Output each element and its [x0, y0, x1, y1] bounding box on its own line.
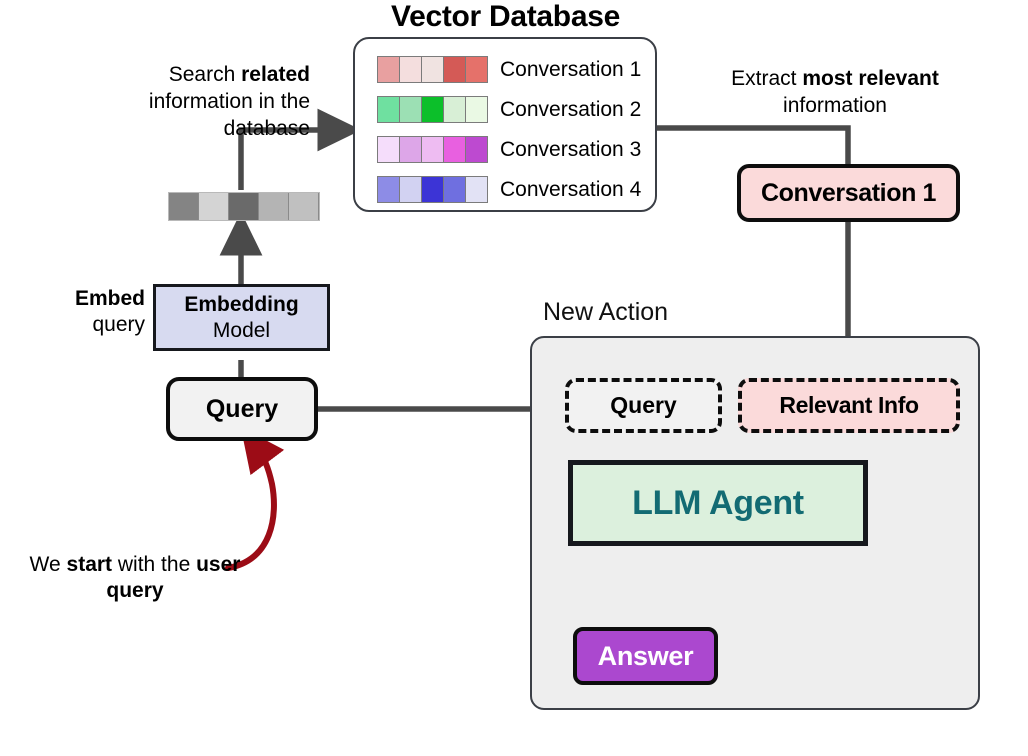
swatch: [444, 97, 466, 122]
conversation-row[interactable]: Conversation 1: [377, 56, 641, 83]
vector-database-panel: Conversation 1 Conversation 2 Conversati…: [353, 37, 657, 212]
swatch: [378, 177, 400, 202]
query-node[interactable]: Query: [166, 377, 318, 441]
swatch: [422, 57, 444, 82]
caption-embed-query: Embed query: [30, 286, 145, 337]
swatch: [422, 97, 444, 122]
caption-search-part1: Search: [168, 63, 242, 86]
panel-relevant-info-node[interactable]: Relevant Info: [738, 378, 960, 433]
caption-search-related: Search related information in the databa…: [60, 62, 310, 143]
swatch: [444, 137, 466, 162]
conversation-row[interactable]: Conversation 3: [377, 136, 641, 163]
new-action-label: New Action: [543, 298, 669, 326]
conversation-4-label: Conversation 4: [500, 177, 642, 201]
caption-start-part1: We: [29, 553, 67, 576]
caption-start-bold1: start: [66, 553, 113, 576]
caption-extract-part2: information: [783, 93, 887, 117]
caption-search-bold: related: [241, 63, 310, 86]
swatch: [422, 137, 444, 162]
swatch: [199, 193, 229, 220]
caption-start-part2: with the: [112, 553, 197, 576]
conversation-3-label: Conversation 3: [500, 137, 642, 161]
swatch: [444, 177, 466, 202]
conversation-4-swatches: [377, 176, 488, 203]
caption-extract-relevant: Extract most relevant information: [700, 66, 970, 120]
conversation-row[interactable]: Conversation 2: [377, 96, 641, 123]
caption-search-part2: information in the database: [148, 89, 310, 140]
swatch: [169, 193, 199, 220]
swatch: [400, 57, 422, 82]
swatch: [229, 193, 259, 220]
caption-start-user-query: We start with the user query: [20, 552, 250, 605]
swatch: [378, 97, 400, 122]
embedding-model-line1: Embedding: [184, 293, 299, 317]
answer-node[interactable]: Answer: [573, 627, 718, 685]
conversation-3-swatches: [377, 136, 488, 163]
swatch: [289, 193, 319, 220]
conversation-row[interactable]: Conversation 4: [377, 176, 641, 203]
swatch: [466, 137, 487, 162]
swatch: [400, 137, 422, 162]
swatch: [466, 97, 487, 122]
vector-database-title: Vector Database: [391, 0, 620, 33]
conversation-1-swatches: [377, 56, 488, 83]
conversation-1-label: Conversation 1: [500, 57, 642, 81]
panel-query-node[interactable]: Query: [565, 378, 722, 433]
arrow-user-query-curved: [225, 426, 285, 571]
swatch: [466, 57, 487, 82]
swatch: [400, 97, 422, 122]
swatch: [422, 177, 444, 202]
conversation-2-swatches: [377, 96, 488, 123]
swatch: [400, 177, 422, 202]
swatch: [444, 57, 466, 82]
conversation-1-node[interactable]: Conversation 1: [737, 164, 960, 222]
caption-embed-bold: Embed: [74, 287, 145, 310]
swatch: [466, 177, 487, 202]
llm-agent-node[interactable]: LLM Agent: [568, 460, 868, 546]
conversation-2-label: Conversation 2: [500, 97, 642, 121]
embedded-query-vector: [168, 192, 320, 221]
arrow-database-to-conversation1: [657, 125, 851, 164]
caption-extract-bold: most relevant: [802, 67, 939, 90]
embedding-model-line2: Model: [212, 318, 271, 342]
caption-extract-part1: Extract: [731, 67, 803, 90]
caption-start-bold2: user query: [106, 553, 241, 603]
swatch: [378, 57, 400, 82]
swatch: [259, 193, 289, 220]
embedding-model-node[interactable]: Embedding Model: [153, 284, 330, 351]
caption-embed-rest: query: [92, 312, 145, 336]
swatch: [378, 137, 400, 162]
